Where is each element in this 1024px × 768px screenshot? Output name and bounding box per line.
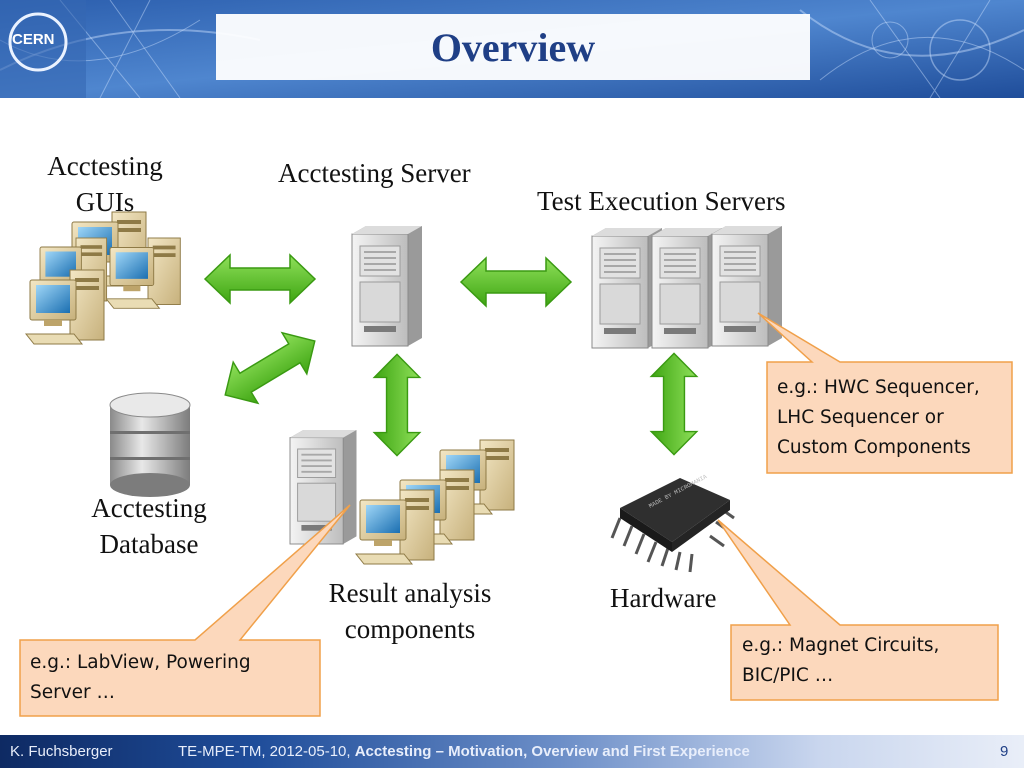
label-acctesting-database: Acctesting Database (91, 493, 207, 559)
footer-talk-title: Acctesting – Motivation, Overview and Fi… (354, 743, 750, 760)
slide-title: Overview (430, 25, 596, 70)
cern-logo-text: CERN (12, 31, 55, 48)
callout-labview (19, 504, 351, 717)
slide-header: CERN Overview (0, 0, 1024, 98)
cern-logo-icon (8, 12, 68, 72)
acctesting-server-icon (351, 225, 423, 347)
header-banner (0, 0, 1024, 98)
acctesting-guis-icon (25, 211, 181, 345)
label-test-execution-servers: Test Execution Servers (537, 186, 786, 216)
callout-magnet-text: e.g.: Magnet Circuits, BIC/PIC … (742, 635, 940, 686)
footer-page-number: 9 (1000, 743, 1009, 760)
double-arrow-icon (460, 257, 572, 307)
test-execution-servers-icon (591, 225, 783, 349)
double-arrow-icon (373, 353, 421, 457)
callout-labview-text: e.g.: LabView, Powering Server … (30, 652, 251, 703)
callout-sequencer (757, 312, 1013, 474)
double-arrow-icon (212, 319, 328, 417)
double-arrow-icon (204, 254, 316, 304)
footer-author: K. Fuchsberger (10, 743, 113, 760)
slide-footer: K. Fuchsberger TE-MPE-TM, 2012-05-10, Ac… (0, 735, 1024, 768)
callout-magnet (717, 519, 999, 701)
callout-sequencer-text: e.g.: HWC Sequencer, LHC Sequencer or Cu… (777, 377, 980, 458)
double-arrow-icon (650, 352, 698, 456)
hardware-chip-icon: MADE BY MICROMANIA (610, 473, 735, 573)
footer-event: TE-MPE-TM, 2012-05-10, Acctesting – Moti… (178, 743, 750, 760)
label-result-analysis: Result analysis components (328, 578, 492, 644)
label-acctesting-guis: Acctesting GUIs (47, 151, 163, 217)
label-acctesting-server: Acctesting Server (278, 158, 471, 188)
database-icon (109, 392, 191, 497)
label-hardware: Hardware (610, 583, 717, 613)
